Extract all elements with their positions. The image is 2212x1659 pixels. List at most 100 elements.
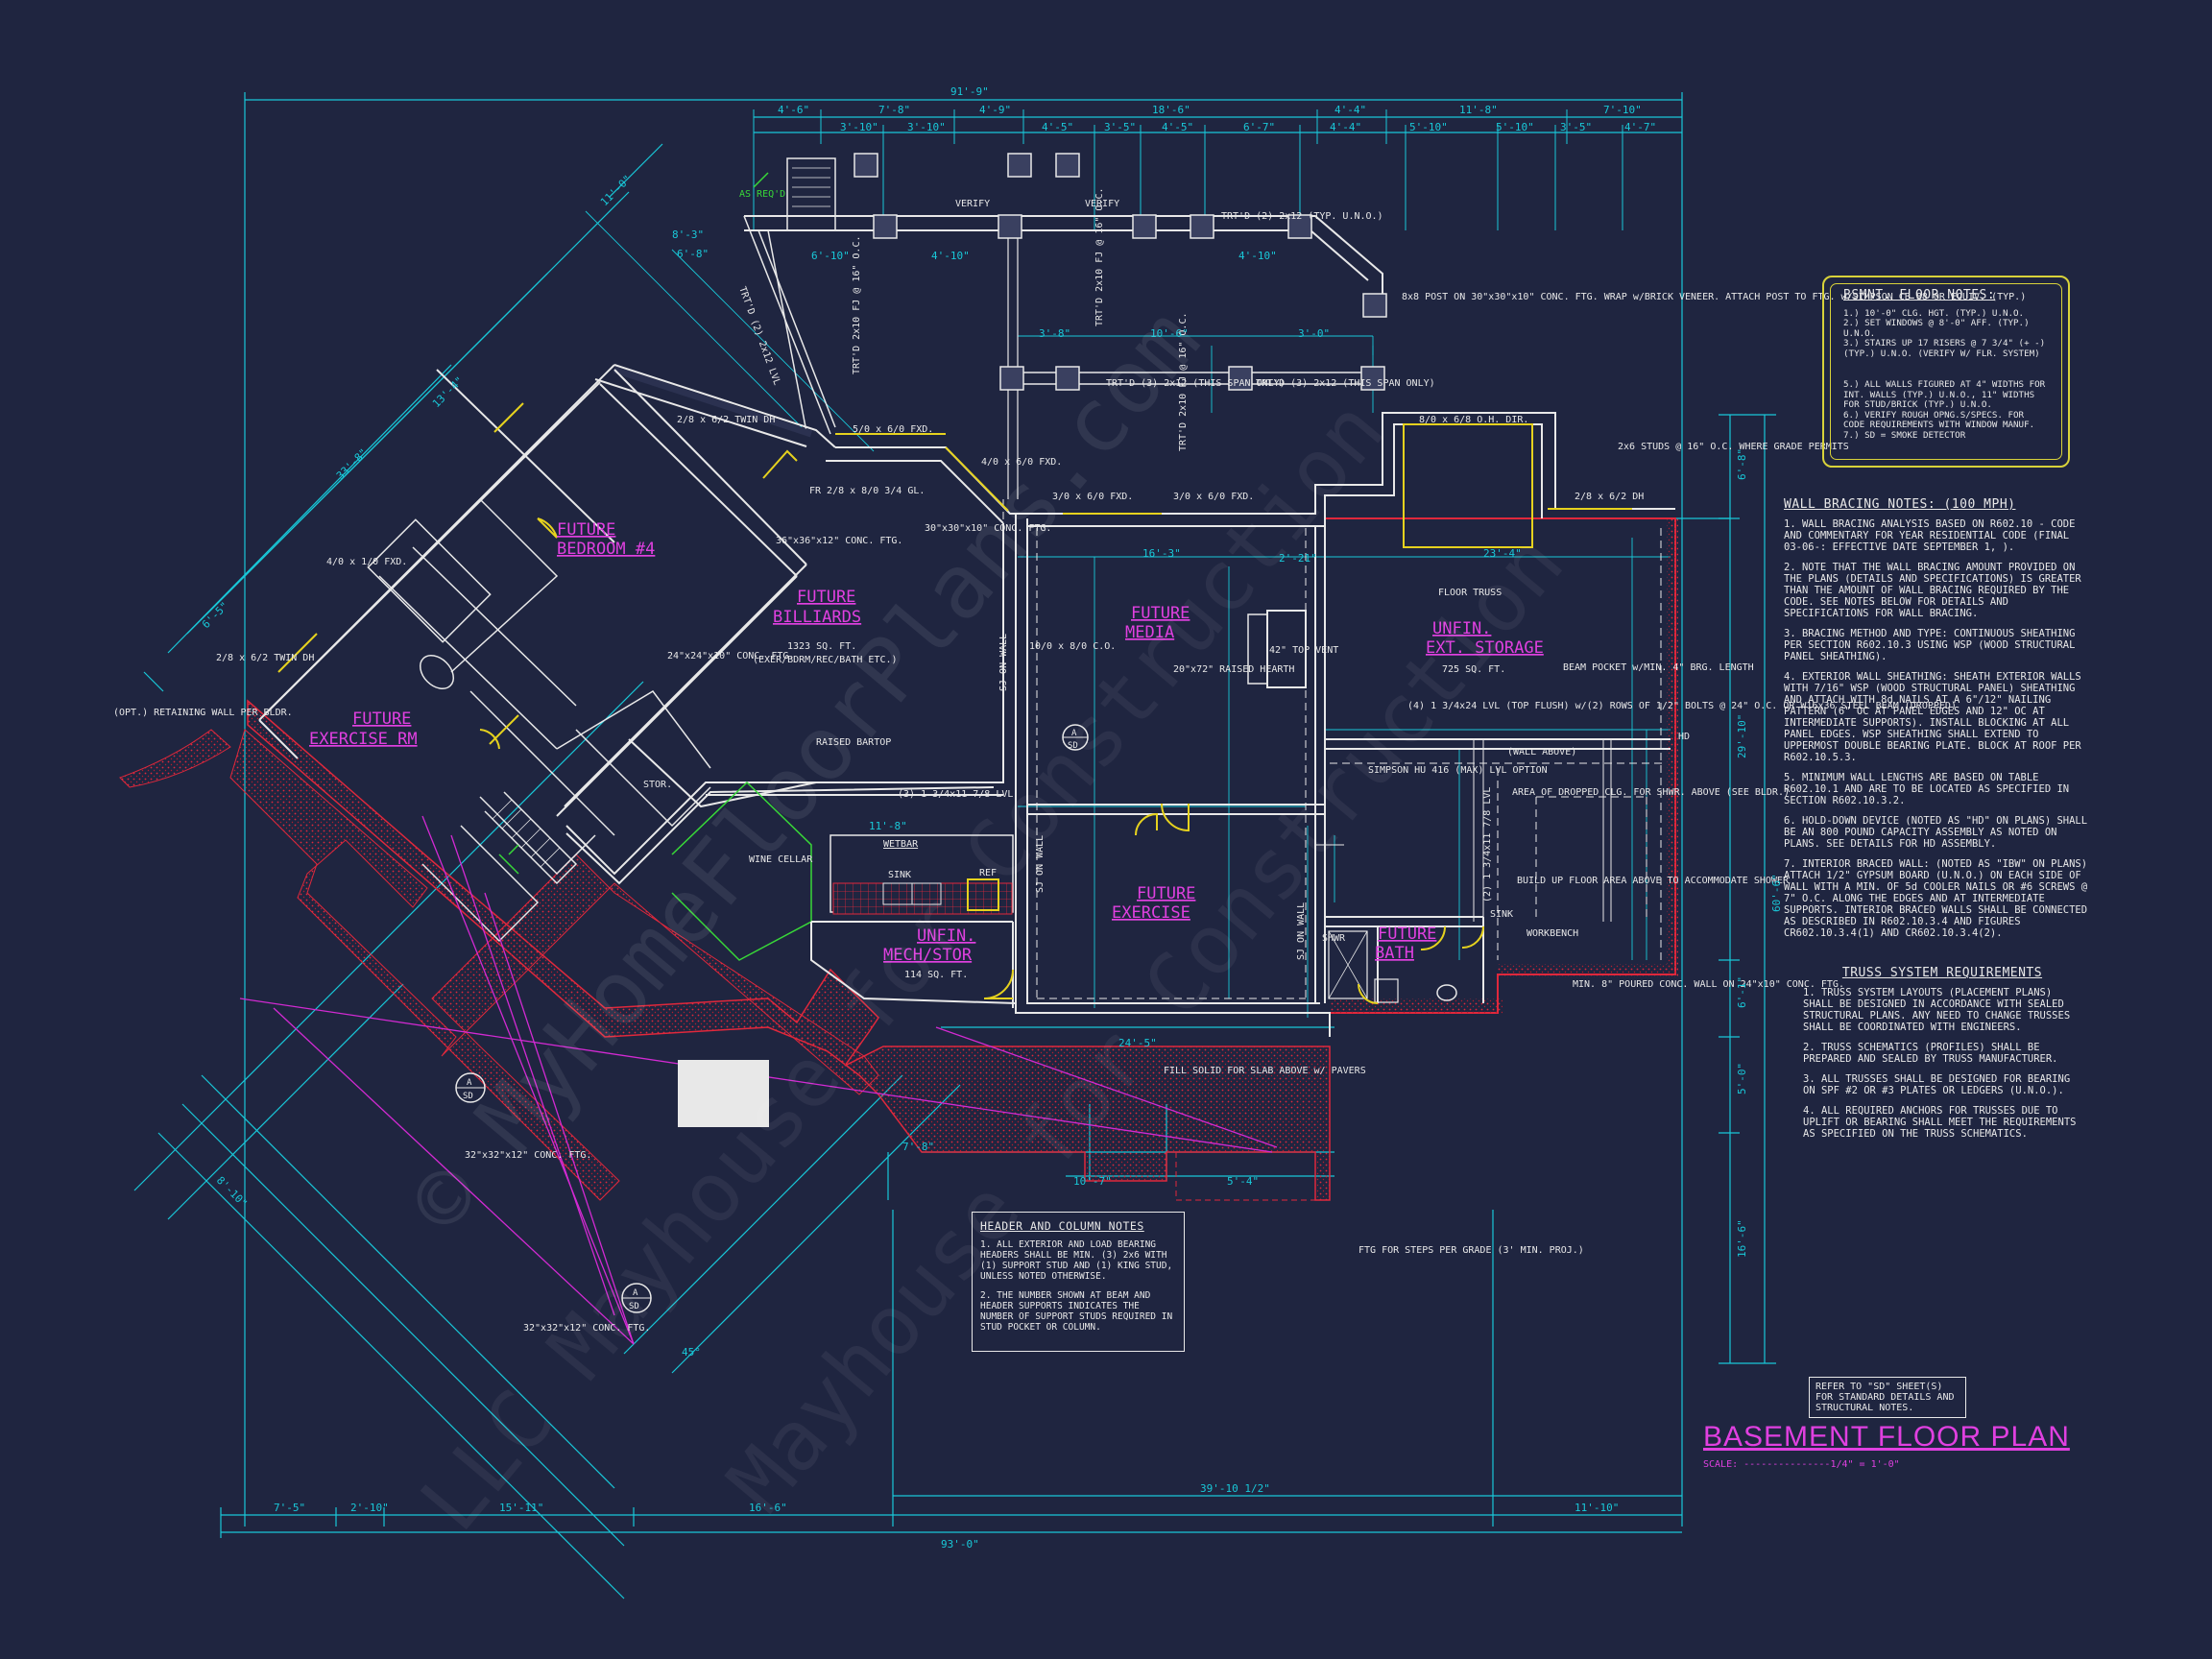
dim-misc: 8'-3" (672, 228, 704, 241)
room-billiards-area: 1323 SQ. FT. (787, 641, 856, 652)
label-fxd-2: 4/0 x 6/0 FXD. (981, 457, 1062, 468)
plan-title: BASEMENT FLOOR PLAN (1703, 1421, 2070, 1453)
room-labels: FUTURE BEDROOM #4 FUTURE BILLIARDS 1323 … (309, 520, 1544, 980)
label-fxd-1: 5/0 x 6/0 FXD. (853, 424, 933, 435)
dim-top2: 5'-10" (1409, 121, 1448, 133)
green-markers (508, 172, 769, 855)
truss-system-requirements: TRUSS SYSTEM REQUIREMENTS 1. TRUSS SYSTE… (1803, 967, 2081, 1148)
label-wetbar: WETBAR (883, 839, 919, 850)
wall-bracing-note: 3. BRACING METHOD AND TYPE: CONTINUOUS S… (1784, 628, 2076, 662)
wall-bracing-note: 6. HOLD-DOWN DEVICE (NOTED AS "HD" ON PL… (1784, 815, 2088, 850)
basement-floor-notes: BSMNT. FLOOR NOTES: 1.) 10'-0" CLG. HGT.… (1822, 276, 2070, 468)
hidden-lines (1002, 499, 1666, 999)
dim-misc: 3'-8" (1039, 327, 1070, 340)
room-bath-prefix: FUTURE (1378, 925, 1436, 944)
label-stor: STOR. (643, 780, 672, 790)
dim-misc: 4'-10" (1238, 250, 1277, 262)
truss-note: 4. ALL REQUIRED ANCHORS FOR TRUSSES DUE … (1803, 1105, 2077, 1140)
section-mark-letter: A (467, 1078, 472, 1088)
dim-right: 29'-10" (1736, 714, 1748, 758)
dim-misc: 2'-21" (1279, 552, 1317, 565)
label-workbench: WORKBENCH (1527, 928, 1578, 939)
room-media-prefix: FUTURE (1131, 604, 1190, 623)
label-sj-wall-2: SJ ON WALL (1035, 835, 1046, 893)
angle-label: 45° (682, 1346, 701, 1358)
slab-note-box (678, 1060, 769, 1127)
dim-top2: 3'-10" (840, 121, 878, 133)
dim-misc: 10'-7" (1073, 1175, 1112, 1188)
dim-misc: 6'-8" (677, 248, 709, 260)
label-floor-truss: FLOOR TRUSS (1438, 588, 1502, 598)
dim-top: 4'-9" (979, 104, 1011, 116)
room-exercise-rm-name: EXERCISE RM (309, 730, 418, 749)
basement-note: 2.) SET WINDOWS @ 8'-0" AFF. (TYP.) U.N.… (1843, 318, 2030, 339)
label-trtd-2: TRT'D (3) 2x12 (THIS SPAN ONLY) (1106, 378, 1286, 389)
label-ftg-steps: FTG FOR STEPS PER GRADE (3' MIN. PROJ.) (1358, 1245, 1584, 1256)
room-exercise-name: EXERCISE (1112, 903, 1190, 923)
dim-top: 4'-4" (1334, 104, 1366, 116)
dim-misc: 7'-8" (902, 1141, 934, 1153)
label-trtd-3: TRT'D (3) 2x12 (THIS SPAN ONLY) (1256, 378, 1435, 389)
dim-left: 11'-0" (598, 173, 634, 208)
dim-misc: 5'-4" (1227, 1175, 1259, 1188)
label-sink: SINK (888, 870, 911, 880)
label-trtd-fj-3: TRT'D 2x10 FJ @ 16" O.C. (1178, 313, 1189, 452)
label-retaining-wall: (OPT.) RETAINING WALL PER BLDR. (113, 708, 293, 718)
dim-overall-top: 91'-9" (950, 85, 989, 98)
label-dir: 8/0 x 6/8 O.H. DIR. (1419, 415, 1528, 425)
label-dropped-clg: AREA OF DROPPED CLG. FOR SHWR. ABOVE (SE… (1512, 787, 1790, 798)
label-raised-bartop: RAISED BARTOP (816, 737, 891, 748)
label-studs: 2x6 STUDS @ 16" O.C. WHERE GRADE PERMITS (1618, 442, 1849, 452)
dim-misc: 3'-0" (1298, 327, 1330, 340)
label-ftg-1: 36"x36"x12" CONC. FTG. (776, 536, 902, 546)
dim-bottom: 2'-10" (350, 1502, 389, 1514)
label-verify-2: VERIFY (1085, 199, 1119, 209)
label-lvl-2: (3) 1 3/4x11 7/8 LVL (898, 789, 1013, 800)
basement-note: 5.) ALL WALLS FIGURED AT 4" WIDTHS FOR I… (1843, 379, 2046, 410)
label-trtd-fj-1: TRT'D 2x10 FJ @ 16" O.C. (852, 236, 862, 375)
truss-note: 1. TRUSS SYSTEM LAYOUTS (PLACEMENT PLANS… (1803, 987, 2071, 1033)
label-wall-above: (WALL ABOVE) (1507, 747, 1576, 757)
wall-bracing-note: 4. EXTERIOR WALL SHEATHING: SHEATH EXTER… (1784, 671, 2081, 763)
label-fill-solid: FILL SOLID FOR SLAB ABOVE w/ PAVERS (1164, 1066, 1366, 1076)
dim-misc: 6'-10" (811, 250, 850, 262)
dim-misc: 24'-5" (1118, 1037, 1157, 1049)
dim-top: 11'-8" (1459, 104, 1498, 116)
dim-misc: 4'-10" (931, 250, 970, 262)
label-post-note: 8x8 POST ON 30"x30"x10" CONC. FTG. WRAP … (1402, 292, 2026, 302)
basement-note: 6.) VERIFY ROUGH OPNG.S/SPECS. FOR CODE … (1843, 409, 2035, 430)
header-column-notes: HEADER AND COLUMN NOTES 1. ALL EXTERIOR … (972, 1212, 1185, 1352)
label-ftg-3: 30"x30"x10" CONC. FTG. (925, 523, 1051, 534)
label-build-up: BUILD UP FLOOR AREA ABOVE TO ACCOMMODATE… (1517, 876, 1790, 886)
dim-top2: 4'-7" (1624, 121, 1656, 133)
label-raised-hearth: 20"x72" RAISED HEARTH (1173, 664, 1294, 675)
header-note: 1. ALL EXTERIOR AND LOAD BEARING HEADERS… (980, 1239, 1173, 1282)
label-ftg-2: 24"x24"x10" CONC. FTG. (667, 651, 794, 661)
dim-top2: 5'-10" (1496, 121, 1534, 133)
dim-right: 6'-8" (1736, 448, 1748, 480)
truss-note: 2. TRUSS SCHEMATICS (PROFILES) SHALL BE … (1803, 1042, 2058, 1065)
label-sj-wall-3: SJ ON WALL (1296, 902, 1307, 960)
room-bedroom4-name: BEDROOM #4 (557, 540, 655, 559)
dim-misc: 23'-4" (1483, 547, 1522, 560)
label-vent: 42" TOP VENT (1269, 645, 1338, 656)
dimension-lines (133, 92, 1776, 1599)
doors-windows (277, 402, 1632, 1004)
dim-right: 5'-0" (1736, 1063, 1748, 1094)
basement-note: 3.) STAIRS UP 17 RISERS @ 7 3/4" (+ -) (… (1843, 338, 2046, 359)
dim-right: 16'-6" (1736, 1219, 1748, 1258)
dim-right: 60'-6" (1770, 874, 1783, 912)
label-dh-3: 2/8 x 6/2 DH (1575, 492, 1644, 502)
room-bedroom4-prefix: FUTURE (557, 520, 615, 540)
room-media-name: MEDIA (1125, 623, 1174, 642)
label-as-reqd: AS REQ'D (739, 189, 785, 200)
room-ext-storage-prefix: UNFIN. (1432, 619, 1491, 638)
basement-notes-title: BSMNT. FLOOR NOTES: (1843, 288, 1996, 302)
plan-scale: SCALE: ---------------1/4" = 1'-0" (1703, 1459, 1900, 1470)
dim-top2: 3'-5" (1560, 121, 1592, 133)
dim-overall-bottom: 93'-0" (941, 1538, 979, 1551)
wall-bracing-note: 5. MINIMUM WALL LENGTHS ARE BASED ON TAB… (1784, 772, 2070, 806)
dim-top2: 4'-4" (1330, 121, 1361, 133)
annotations: WINE CELLAR WETBAR STOR. SINK REF SINK S… (113, 189, 2026, 1334)
